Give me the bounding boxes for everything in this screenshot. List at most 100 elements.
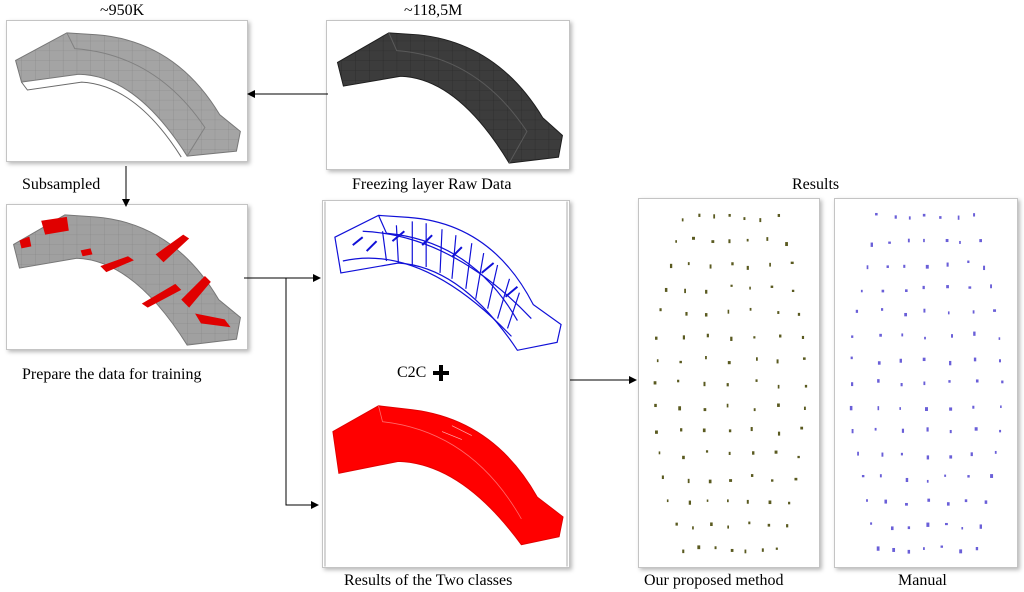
detected-point — [774, 450, 778, 454]
detected-point — [777, 384, 780, 389]
detected-point — [949, 455, 953, 459]
detected-point — [688, 500, 692, 505]
two-classes-image — [324, 201, 568, 567]
detected-point — [968, 286, 972, 289]
detected-point — [759, 218, 762, 223]
detected-point — [927, 498, 931, 502]
detected-point — [728, 429, 732, 433]
training-highlight-regions — [19, 216, 231, 328]
detected-point — [926, 455, 930, 460]
detected-point — [779, 334, 782, 338]
detected-point — [658, 451, 661, 455]
detected-point — [923, 547, 925, 550]
detected-point — [1000, 405, 1002, 409]
detected-point — [849, 405, 853, 411]
detected-point — [776, 359, 779, 364]
detected-point — [990, 284, 992, 289]
detected-point — [892, 547, 896, 552]
detected-point — [999, 429, 1002, 433]
detected-point — [899, 358, 902, 363]
detected-point — [656, 359, 659, 363]
detected-point — [851, 382, 854, 387]
detected-point — [926, 522, 930, 527]
detected-point — [994, 450, 997, 454]
detected-point — [905, 289, 908, 292]
detected-point — [951, 334, 954, 338]
detected-point — [879, 333, 882, 337]
detected-point — [904, 312, 908, 317]
detected-point — [905, 477, 909, 483]
detected-point — [975, 379, 979, 383]
detected-point — [855, 309, 859, 313]
detected-point — [708, 479, 712, 484]
detected-point — [661, 475, 664, 480]
detected-point — [728, 239, 731, 244]
detected-point — [946, 502, 950, 506]
detected-point — [990, 474, 994, 478]
detected-point — [901, 428, 905, 433]
detected-point — [979, 524, 982, 529]
detected-point — [698, 213, 701, 217]
detected-point — [983, 265, 986, 271]
detected-point — [777, 213, 781, 217]
detected-point — [926, 479, 929, 483]
prepare-data-caption: Prepare the data for training — [22, 366, 202, 383]
detected-point — [791, 289, 795, 293]
detected-point — [881, 289, 885, 293]
detected-point — [900, 452, 903, 456]
raw-pointcloud-panel — [326, 20, 570, 170]
raw-pointcloud-image — [336, 32, 563, 164]
detected-point — [766, 237, 769, 241]
detected-point — [727, 525, 729, 529]
detected-point — [675, 240, 677, 243]
c2c-operation: C2C — [397, 364, 450, 382]
detected-point — [907, 238, 910, 243]
detected-point — [944, 522, 948, 526]
detected-point — [970, 452, 973, 457]
detected-point — [788, 501, 791, 505]
detected-point — [756, 357, 758, 361]
detected-point — [973, 331, 976, 336]
detected-point — [870, 242, 873, 247]
detected-point — [711, 240, 715, 243]
detected-point — [697, 545, 701, 550]
detected-point — [794, 477, 798, 481]
detected-point — [857, 451, 859, 456]
detected-point — [957, 215, 960, 220]
detected-point — [905, 502, 908, 506]
detected-point — [679, 360, 682, 364]
detected-point — [861, 474, 865, 478]
detected-point — [804, 384, 808, 388]
detected-point — [659, 308, 662, 312]
detected-point — [753, 408, 756, 412]
detected-point — [900, 383, 903, 387]
detected-point — [998, 337, 1001, 340]
detected-point — [870, 522, 873, 525]
detected-point — [669, 263, 673, 269]
detected-point — [876, 546, 880, 551]
detected-point — [964, 499, 968, 503]
detected-point — [949, 360, 952, 366]
detected-point — [680, 428, 683, 432]
detected-point — [687, 478, 690, 484]
detected-point — [946, 285, 949, 289]
detected-point — [704, 313, 708, 317]
blue-class-wireframe — [334, 214, 562, 351]
arrow-prepare-to-red-class — [285, 278, 319, 509]
detected-point — [752, 451, 755, 455]
detected-point — [939, 216, 942, 219]
detected-point — [771, 479, 774, 482]
two-classes-caption: Results of the Two classes — [344, 572, 513, 589]
detected-point — [710, 522, 713, 527]
detected-point — [923, 308, 926, 313]
detected-point — [907, 526, 911, 530]
detected-point — [755, 379, 758, 382]
detected-point — [666, 499, 669, 503]
detected-point — [907, 549, 911, 554]
detected-point — [777, 403, 780, 407]
detected-point — [655, 430, 658, 434]
subsampled-count-label: ~950K — [100, 2, 145, 19]
detected-point — [881, 452, 884, 457]
detected-point — [746, 499, 749, 504]
detected-point — [998, 359, 1001, 363]
